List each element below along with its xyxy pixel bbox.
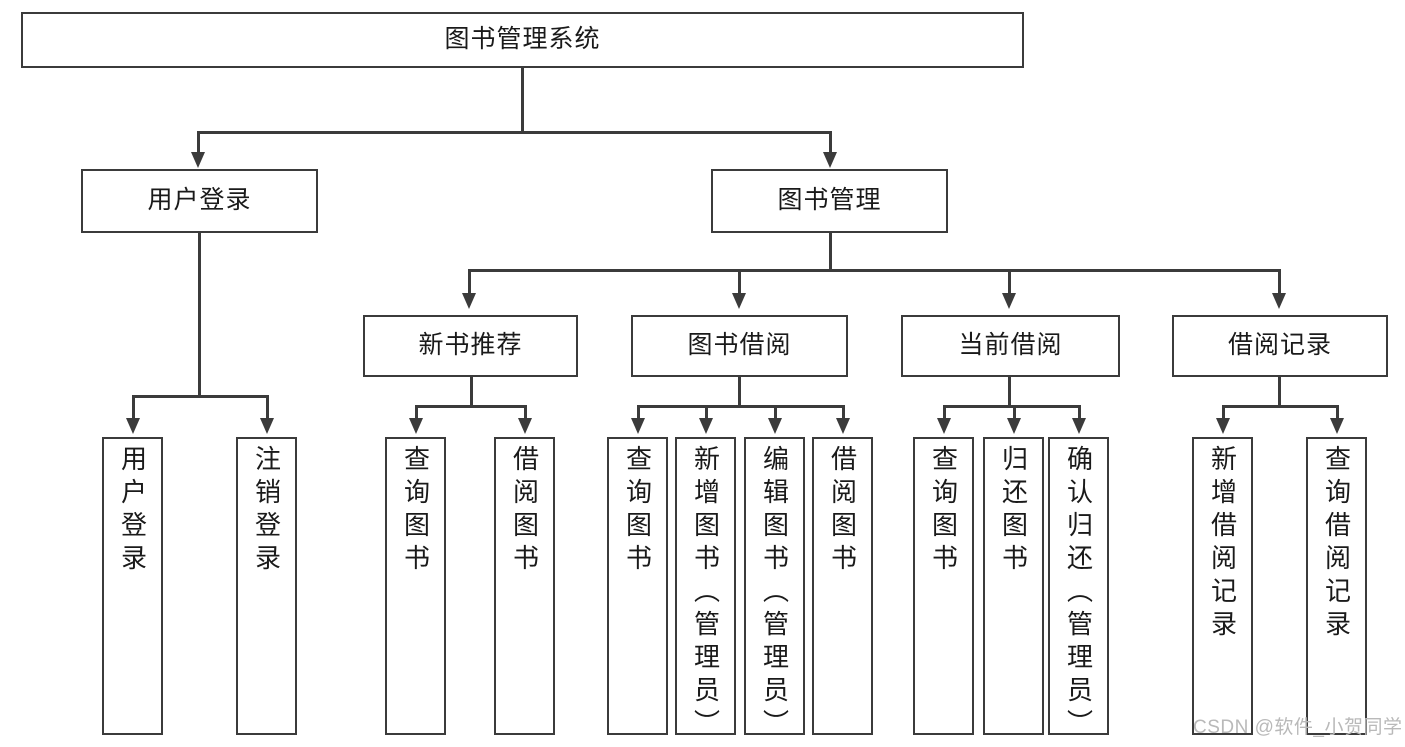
connector-current-borrow-bus [943,405,1080,408]
leaf-user-logout[interactable]: 注销登录 [236,437,297,735]
node-book-management[interactable]: 图书管理 [711,169,948,233]
node-user-login[interactable]: 用户登录 [81,169,318,233]
connector-book-borrow-stem [738,377,741,407]
connector-user-login-bus [132,395,266,398]
connector-user-login-stem [198,233,201,397]
arrow-return-book [1007,418,1021,434]
leaf-query-book-1[interactable]: 查询图书 [385,437,446,735]
connector-drop-query-record [1336,405,1339,421]
watermark: CSDN @软件_小贺同学 [1193,717,1403,738]
arrow-add-book [699,418,713,434]
leaf-user-login[interactable]: 用户登录 [102,437,163,735]
connector-book-management-stem [829,233,832,271]
connector-root-stem [521,68,524,133]
leaf-add-record[interactable]: 新增借阅记录 [1192,437,1253,735]
node-label: 借阅图书 [827,445,858,577]
connector-borrow-record-stem [1278,377,1281,407]
connector-drop-confirm-return [1078,405,1081,421]
node-label: 图书管理系统 [444,25,601,54]
node-label: 查询借阅记录 [1321,445,1352,643]
leaf-borrow-book-1[interactable]: 借阅图书 [494,437,555,735]
node-label: 用户登录 [117,445,148,577]
node-label: 查询图书 [928,445,959,577]
node-current-borrow[interactable]: 当前借阅 [901,315,1120,377]
leaf-confirm-return[interactable]: 确认归还（管理员） [1048,437,1109,742]
arrow-confirm-return [1072,418,1086,434]
leaf-query-book-2[interactable]: 查询图书 [607,437,668,735]
node-label: 编辑图书（管理员） [759,445,790,742]
connector-root-bus [197,131,831,134]
connector-drop-borrow-book-2 [842,405,845,421]
arrow-query-book-1 [409,418,423,434]
connector-new-book-recommend-bus [415,405,526,408]
leaf-edit-book[interactable]: 编辑图书（管理员） [744,437,805,742]
connector-drop-query-book-3 [943,405,946,421]
connector-drop-book-management [829,131,832,156]
leaf-query-record[interactable]: 查询借阅记录 [1306,437,1367,735]
arrow-edit-book [768,418,782,434]
arrow-current-borrow [1002,293,1016,309]
node-label: 查询图书 [622,445,653,577]
node-label: 新书推荐 [418,331,523,360]
node-label: 新增借阅记录 [1207,445,1238,643]
node-label: 图书借阅 [687,331,792,360]
connector-drop-add-record [1222,405,1225,421]
connector-drop-book-borrow [738,269,741,296]
arrow-query-book-3 [937,418,951,434]
node-label: 用户登录 [147,186,252,215]
arrow-leaf-user-login [126,418,140,434]
connector-drop-new-book-recommend [468,269,471,296]
node-label: 新增图书（管理员） [690,445,721,742]
leaf-query-book-3[interactable]: 查询图书 [913,437,974,735]
connector-new-book-recommend-stem [470,377,473,407]
connector-drop-query-book-2 [637,405,640,421]
connector-drop-leaf-user-login [132,395,135,421]
arrow-book-borrow [732,293,746,309]
connector-drop-current-borrow [1008,269,1011,296]
connector-current-borrow-stem [1008,377,1011,407]
arrow-book-management [823,152,837,168]
arrow-add-record [1216,418,1230,434]
connector-drop-borrow-record [1278,269,1281,296]
arrow-new-book-recommend [462,293,476,309]
node-label: 借阅记录 [1227,331,1332,360]
arrow-query-record [1330,418,1344,434]
leaf-return-book[interactable]: 归还图书 [983,437,1044,735]
node-label: 查询图书 [400,445,431,577]
connector-book-borrow-bus [637,405,844,408]
connector-drop-borrow-book-1 [524,405,527,421]
leaf-add-book[interactable]: 新增图书（管理员） [675,437,736,742]
leaf-borrow-book-2[interactable]: 借阅图书 [812,437,873,735]
connector-drop-leaf-user-logout [266,395,269,421]
arrow-borrow-record [1272,293,1286,309]
node-label: 注销登录 [251,445,282,577]
node-label: 当前借阅 [958,331,1063,360]
arrow-borrow-book-2 [836,418,850,434]
arrow-query-book-2 [631,418,645,434]
node-label: 归还图书 [998,445,1029,577]
connector-drop-add-book [705,405,708,421]
connector-drop-user-login [197,131,200,156]
arrow-borrow-book-1 [518,418,532,434]
node-label: 图书管理 [777,186,882,215]
arrow-user-login [191,152,205,168]
node-new-book-recommend[interactable]: 新书推荐 [363,315,578,377]
connector-borrow-record-bus [1222,405,1338,408]
arrow-leaf-user-logout [260,418,274,434]
connector-drop-query-book-1 [415,405,418,421]
node-borrow-record[interactable]: 借阅记录 [1172,315,1388,377]
connector-level3-bus [468,269,1280,272]
node-label: 借阅图书 [509,445,540,577]
node-book-borrow[interactable]: 图书借阅 [631,315,848,377]
connector-drop-edit-book [774,405,777,421]
node-root-book-management-system[interactable]: 图书管理系统 [21,12,1024,68]
connector-drop-return-book [1013,405,1016,421]
node-label: 确认归还（管理员） [1063,445,1094,742]
